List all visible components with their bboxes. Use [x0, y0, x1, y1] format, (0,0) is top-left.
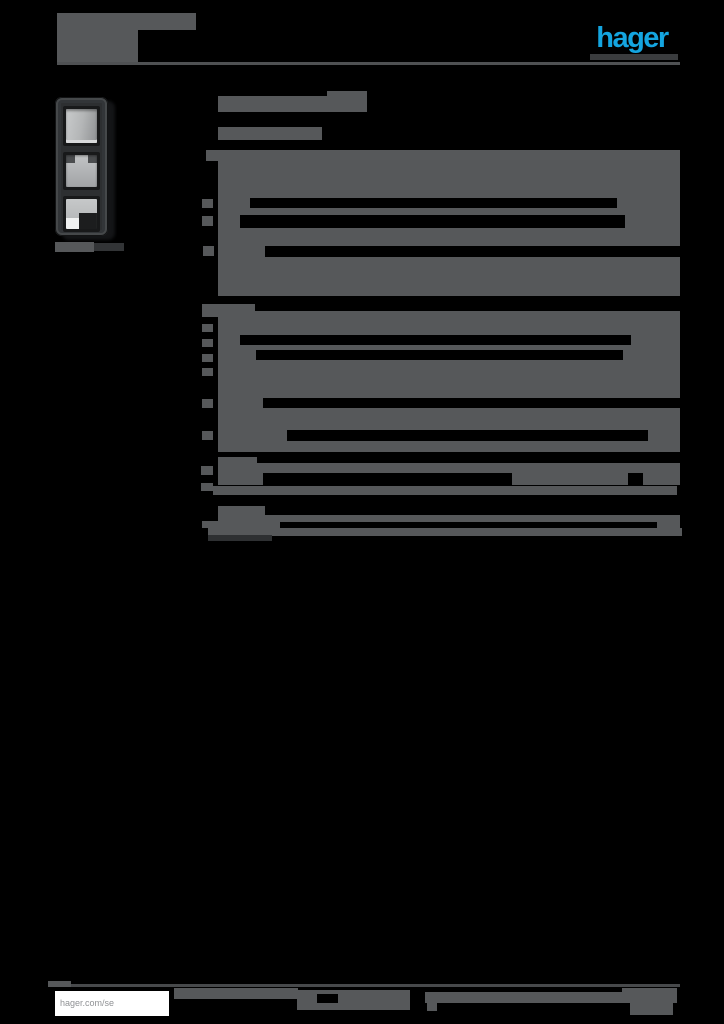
redacted-section1-bar — [218, 150, 680, 198]
redacted-section1-bar — [218, 215, 240, 228]
redacted-header-bar — [57, 13, 196, 30]
redacted-footer-bar — [427, 1003, 437, 1011]
redacted-section2-bar — [218, 441, 680, 452]
redacted-section4-bar — [218, 515, 680, 522]
redacted-section4-bar — [202, 521, 280, 528]
website-text: hager.com/se — [60, 998, 115, 1008]
redacted-section1-bar — [218, 246, 265, 257]
redacted-section1-bar — [203, 246, 214, 256]
redacted-header-bar — [57, 30, 138, 62]
redacted-footer-bar — [425, 992, 627, 1003]
redacted-caption-bar — [55, 242, 94, 252]
website-box: hager.com/se — [55, 991, 169, 1016]
redacted-title-bar — [218, 96, 367, 112]
redacted-section2-bar — [202, 339, 213, 347]
redacted-section2-bar — [218, 398, 263, 408]
redacted-footer-bar — [297, 990, 410, 1010]
redacted-section2-bar — [218, 430, 287, 441]
redacted-section1-bar — [617, 198, 680, 208]
redacted-section2-bar — [202, 354, 213, 362]
redacted-section3-bar — [512, 473, 628, 485]
redacted-section1-bar — [625, 215, 680, 228]
redacted-section2-bar — [218, 335, 240, 345]
redacted-section2-bar — [631, 335, 680, 345]
redacted-footer-bar — [48, 981, 71, 987]
redacted-section1-bar — [202, 199, 213, 208]
redacted-rules-bar — [590, 54, 678, 60]
product-photo — [55, 97, 108, 236]
redacted-section2-bar — [218, 311, 680, 335]
redacted-section4-bar — [208, 528, 682, 536]
rocker-insert-middle — [66, 155, 97, 187]
redacted-section2-bar — [623, 350, 680, 360]
redacted-section1-bar — [218, 228, 680, 246]
redacted-section2-bar — [202, 431, 213, 440]
redacted-section4-bar — [218, 506, 265, 515]
redacted-section2-bar — [202, 324, 213, 332]
redacted-footer-bar — [174, 988, 298, 999]
redacted-section1-bar — [202, 216, 213, 226]
redacted-section3-bar — [218, 463, 680, 473]
redacted-rules-bar — [57, 62, 680, 65]
redacted-section3-bar — [201, 466, 213, 475]
redacted-section3-bar — [643, 473, 680, 485]
redacted-title-bar — [327, 91, 367, 97]
frame-window-top — [63, 106, 100, 146]
redacted-section1-bar — [218, 198, 250, 208]
redacted-section4-bar — [208, 535, 272, 541]
hager-logo: hager — [596, 22, 669, 54]
redacted-caption-bar — [94, 243, 124, 251]
redacted-footer-bar — [630, 1003, 673, 1015]
redacted-section2-bar — [202, 368, 213, 376]
redacted-section3-bar — [218, 457, 257, 466]
redacted-section2-bar — [218, 408, 680, 430]
redacted-section2-bar — [648, 430, 680, 441]
rocker-insert-bottom — [66, 199, 97, 229]
redacted-section2-bar — [218, 345, 680, 350]
redacted-section3-bar — [201, 483, 213, 491]
redacted-section2-bar — [202, 399, 213, 408]
redacted-section3-bar — [213, 486, 677, 495]
frame-window-middle — [63, 152, 100, 190]
redacted-title-bar — [218, 127, 322, 140]
redacted-section2-bar — [218, 350, 256, 360]
redacted-section1-bar — [218, 257, 680, 296]
redacted-section3-bar — [218, 473, 263, 485]
rocker-insert-top — [66, 109, 97, 143]
redacted-footer-bar — [622, 988, 677, 1003]
redacted-rules-bar — [48, 984, 680, 987]
redacted-section1-bar — [218, 208, 680, 215]
redacted-section2-bar — [218, 360, 680, 398]
redacted-footer-bar — [317, 994, 338, 1003]
redacted-section4-bar — [657, 521, 680, 528]
frame-window-bottom — [63, 196, 100, 232]
